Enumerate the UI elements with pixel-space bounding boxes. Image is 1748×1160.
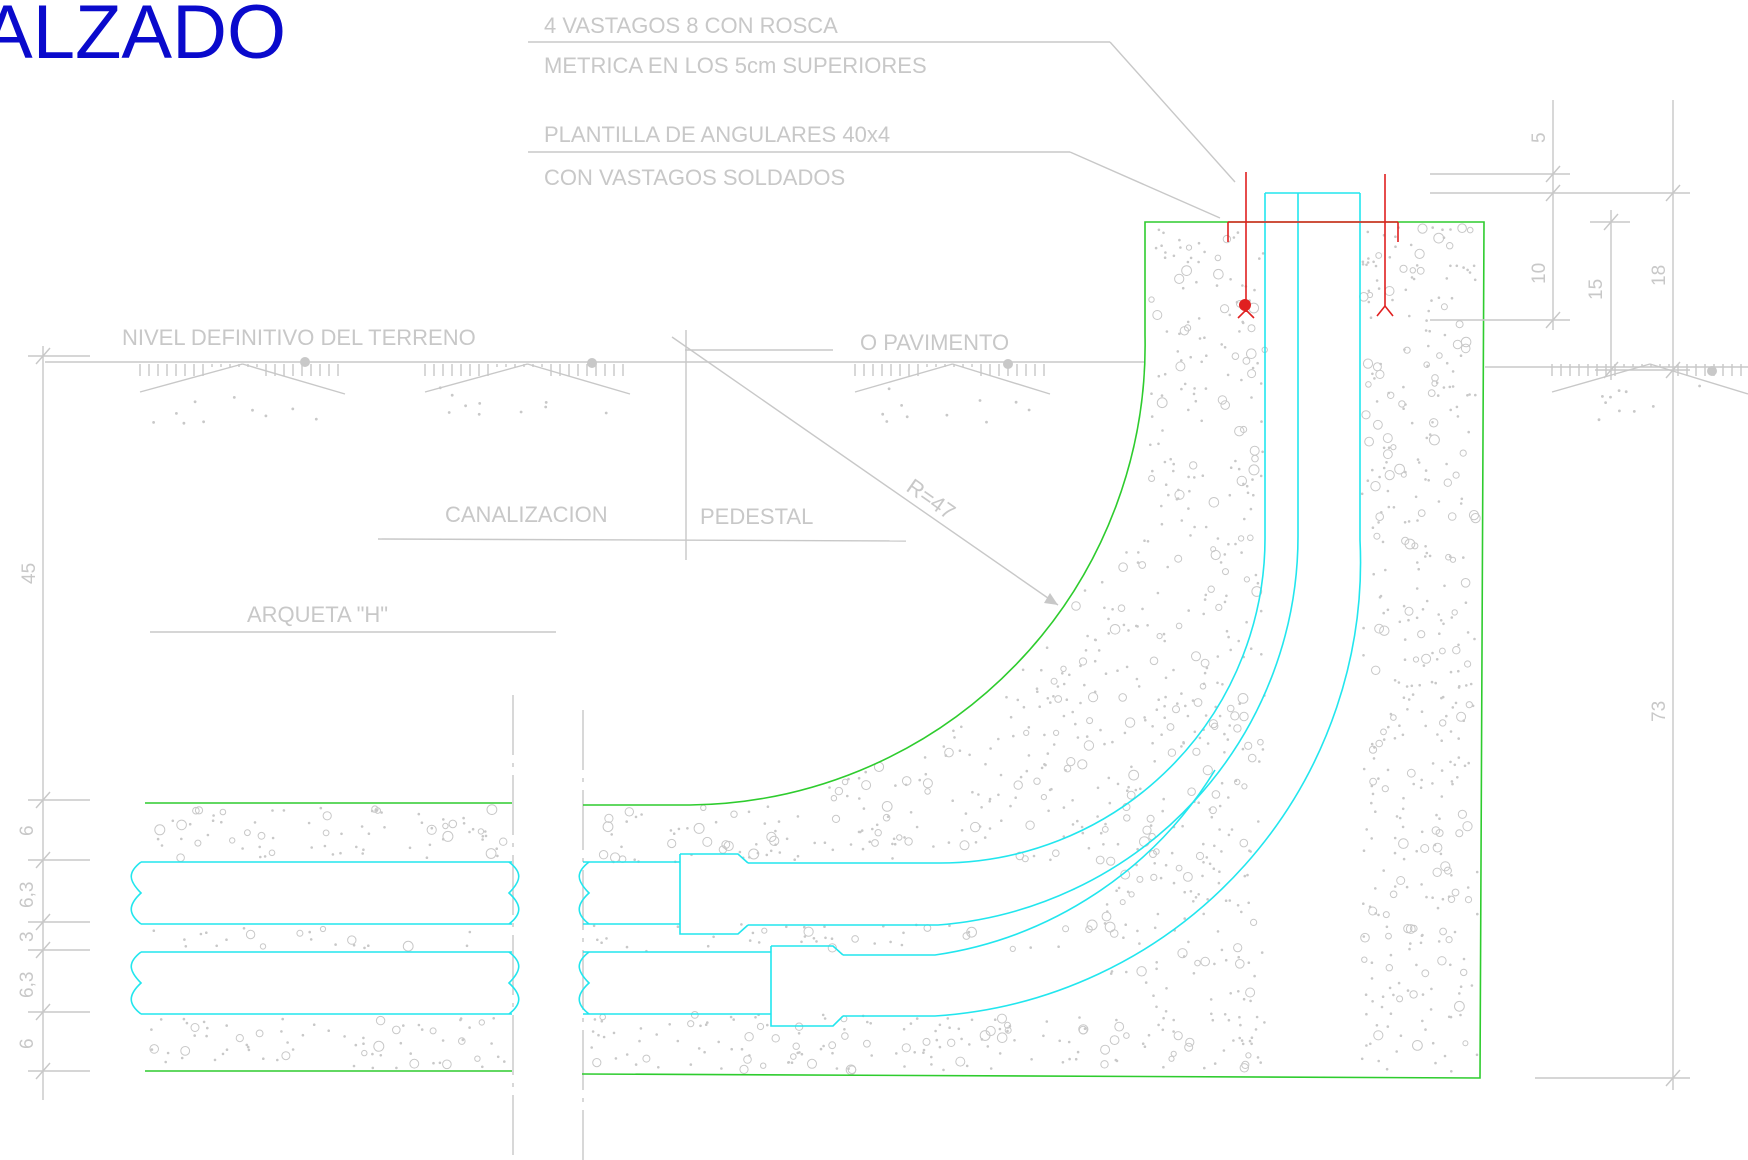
rod-note-line1: 4 VASTAGOS 8 CON ROSCA [544,13,838,38]
concrete-texture [149,223,1481,1076]
template-note: PLANTILLA DE ANGULARES 40x4 CON VASTAGOS… [528,122,1221,219]
concrete-outline [145,221,1485,1079]
left-dimensions: 45 6 6,3 3 6,3 6 [17,346,90,1100]
dim-18: 18 [1649,265,1670,286]
template-note-line1: PLANTILLA DE ANGULARES 40x4 [544,122,890,147]
canalizacion-label: CANALIZACION [445,502,608,527]
dim-15: 15 [1586,279,1607,300]
break-lines [512,695,584,1160]
pedestal-label: PEDESTAL [700,504,813,529]
right-dimensions: 5 10 15 18 73 [1430,100,1690,1090]
ground-level-label-alt: O PAVIMENTO [860,330,1009,355]
ground-hatch [139,363,1748,425]
template-note-line2: CON VASTAGOS SOLDADOS [544,165,845,190]
radius-note: R=47 [671,336,1059,606]
rod-note-line2: METRICA EN LOS 5cm SUPERIORES [544,53,927,78]
arqueta-label: ARQUETA "H" [247,602,388,627]
dim-73: 73 [1649,701,1670,722]
dim-6-top: 6 [17,825,38,836]
dim-3: 3 [17,931,38,942]
dim-6-3-top: 6,3 [17,882,38,908]
dim-10: 10 [1529,263,1550,284]
dim-6-3-bottom: 6,3 [17,972,38,998]
ground-level-label: NIVEL DEFINITIVO DEL TERRENO [122,325,476,350]
anchor-rods [1227,172,1399,319]
ground-level: NIVEL DEFINITIVO DEL TERRENO O PAVIMENTO [45,325,1748,376]
rod-note: 4 VASTAGOS 8 CON ROSCA METRICA EN LOS 5c… [528,13,1236,183]
drawing-title: ALZADO [0,0,286,75]
dim-5: 5 [1529,132,1550,143]
section-labels: CANALIZACION PEDESTAL ARQUETA "H" [150,330,907,633]
dim-6-bottom: 6 [17,1038,38,1049]
conduits [130,192,1362,1027]
dim-45: 45 [19,563,40,584]
